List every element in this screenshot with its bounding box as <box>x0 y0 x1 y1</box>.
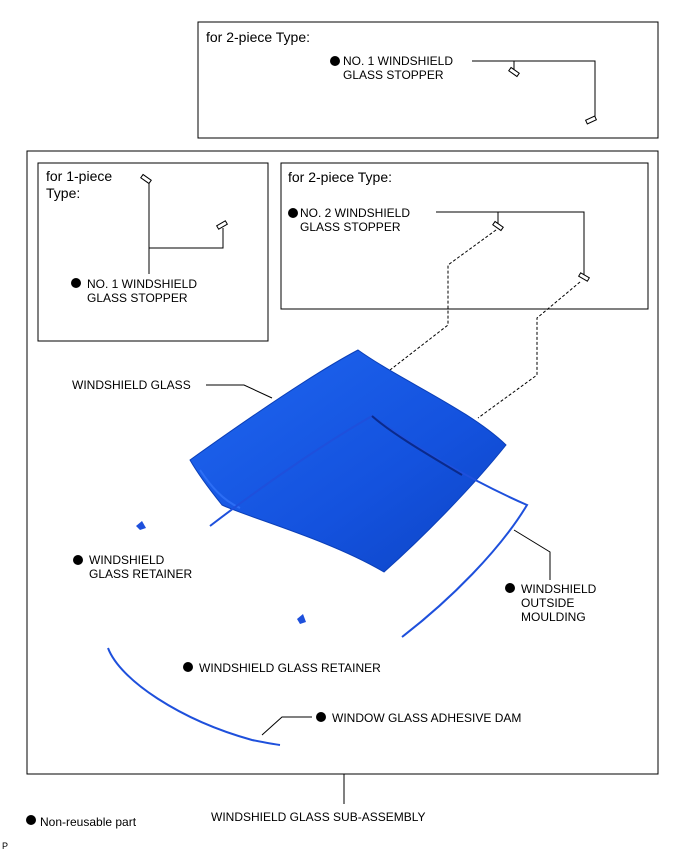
onepiece-box <box>37 162 269 342</box>
onepiece-stopper-label-2: GLASS STOPPER <box>87 291 188 305</box>
moulding-label-3: MOULDING <box>521 610 586 624</box>
onepiece-stopper-label-1: NO. 1 WINDSHIELD <box>87 277 197 291</box>
twopiece-stopper-label-1: NO. 2 WINDSHIELD <box>300 206 410 220</box>
retainer-left-label-1: WINDSHIELD <box>89 553 165 567</box>
top-2piece-box <box>197 21 659 139</box>
moulding-inner-edge <box>371 415 463 476</box>
glass-retainer-part <box>136 521 146 530</box>
non-reusable-bullet-icon <box>288 208 298 218</box>
moulding-leader <box>513 529 551 580</box>
stopper-part-icon <box>215 220 229 230</box>
stopper-connector-dashed <box>389 229 497 371</box>
stopper-part-icon <box>577 272 591 282</box>
stopper-part-icon <box>492 220 504 232</box>
main-assembly-box <box>26 150 659 775</box>
onepiece-header-2: Type: <box>46 185 80 201</box>
non-reusable-bullet-icon <box>71 278 81 288</box>
legend-label: Non-reusable part <box>40 815 137 829</box>
onepiece-leader <box>148 181 224 249</box>
top-stopper-leader <box>472 60 596 118</box>
stopper-part-icon <box>508 66 520 78</box>
twopiece-leader <box>436 211 585 275</box>
stopper-part-icon <box>140 173 152 185</box>
twopiece-stopper-label-2: GLASS STOPPER <box>300 220 401 234</box>
top-box-header: for 2-piece Type: <box>206 29 310 45</box>
corner-mark: P <box>2 841 8 851</box>
retainer-left-label-2: GLASS RETAINER <box>89 567 192 581</box>
stopper-part-icon <box>584 115 598 125</box>
glass-retainer-part <box>297 614 306 624</box>
adhesive-dam-leader <box>261 716 312 736</box>
sub-assembly-label: WINDSHIELD GLASS SUB-ASSEMBLY <box>211 810 426 824</box>
windshield-glass-label: WINDSHIELD GLASS <box>72 378 191 392</box>
stopper-connector-dashed <box>477 281 581 419</box>
moulding-label-2: OUTSIDE <box>521 596 574 610</box>
top-stopper-label-1: NO. 1 WINDSHIELD <box>343 54 453 68</box>
top-stopper-label-2: GLASS STOPPER <box>343 68 444 82</box>
non-reusable-bullet-icon <box>316 712 326 722</box>
twopiece-header: for 2-piece Type: <box>288 169 392 185</box>
retainer-center-label: WINDSHIELD GLASS RETAINER <box>199 661 381 675</box>
windshield-glass-leader <box>206 384 273 399</box>
legend-bullet-icon <box>26 815 36 825</box>
windshield-glass-part <box>189 349 507 573</box>
moulding-label-1: WINDSHIELD <box>521 582 597 596</box>
non-reusable-bullet-icon <box>330 56 340 66</box>
windshield-outside-moulding-part <box>209 414 529 638</box>
window-glass-adhesive-dam-part <box>107 647 281 746</box>
onepiece-header-1: for 1-piece <box>46 168 112 184</box>
non-reusable-bullet-icon <box>505 583 515 593</box>
twopiece-box <box>280 162 649 310</box>
non-reusable-bullet-icon <box>73 555 83 565</box>
non-reusable-bullet-icon <box>183 662 193 672</box>
adhesive-dam-label: WINDOW GLASS ADHESIVE DAM <box>332 711 521 725</box>
